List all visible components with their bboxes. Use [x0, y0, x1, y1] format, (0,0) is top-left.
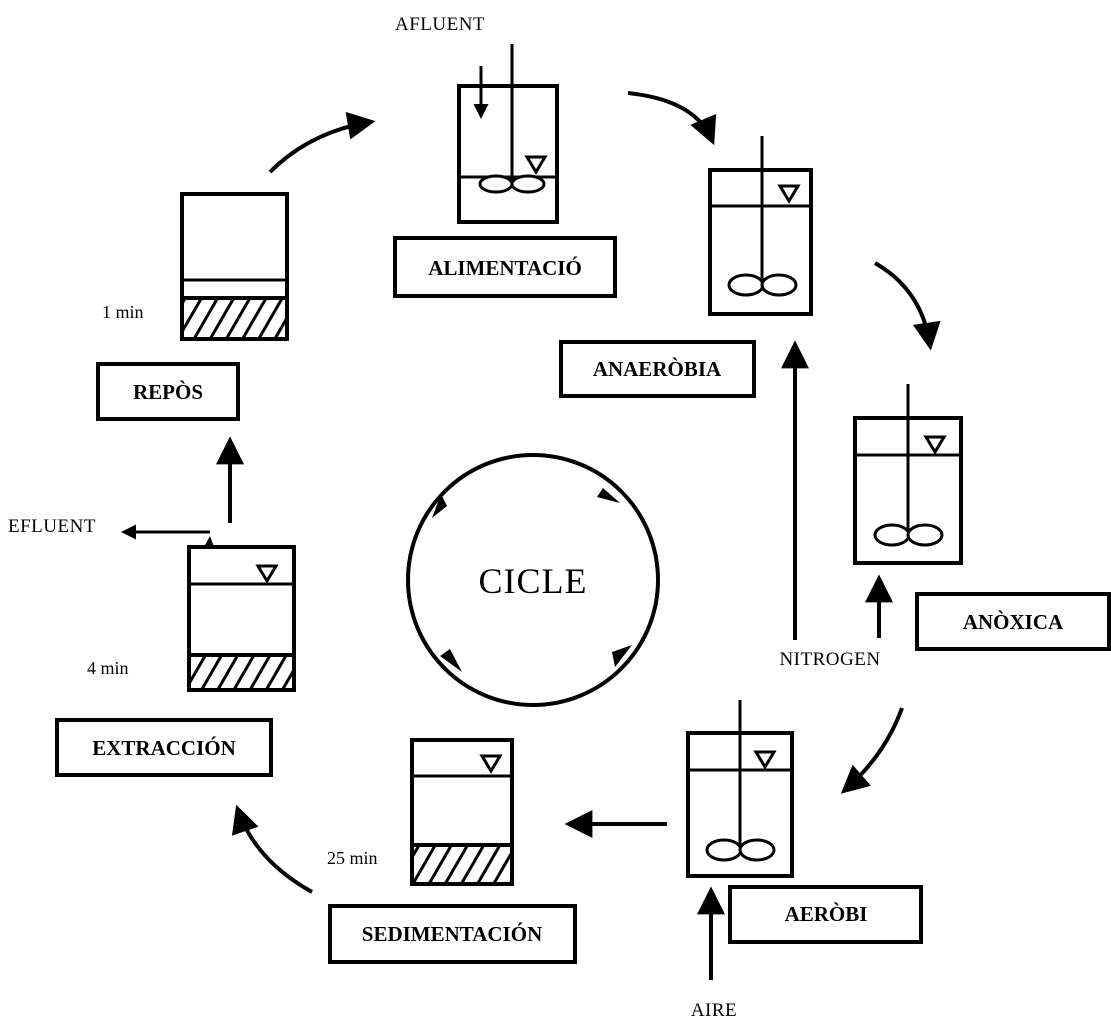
reactor-repos — [180, 192, 289, 341]
reactor-alimentacio — [457, 44, 559, 224]
arrow-alimentacio-to-anaerobia — [627, 91, 717, 146]
stage-box-anaerobia: ANAERÒBIA — [559, 340, 756, 398]
stage-box-aerobi: AERÒBI — [728, 885, 923, 944]
reactor-aerobi — [686, 700, 794, 878]
process-arrows — [216, 436, 667, 838]
level-indicator-icon — [479, 754, 503, 774]
stage-label-repos: REPÒS — [133, 380, 203, 404]
reactor-anoxica — [853, 384, 963, 565]
afluent-label: AFLUENT — [395, 14, 485, 35]
arrow-anaerobia-to-anoxica — [874, 261, 941, 351]
aire-label: AIRE — [691, 1000, 737, 1021]
reactor-anaerobia — [708, 136, 813, 316]
stage-box-sedimentacion: SEDIMENTACIÓN — [328, 904, 577, 964]
level-indicator-icon — [923, 435, 947, 455]
arrow-anoxica-to-aerobi — [840, 707, 904, 794]
nitrogen-arrows — [781, 340, 893, 640]
arrow-repos-to-alimentacio — [268, 111, 376, 174]
cycle-label: CICLE — [479, 561, 588, 601]
stage-label-alimentacio: ALIMENTACIÓ — [428, 256, 582, 280]
level-indicator-icon — [524, 155, 548, 175]
level-indicator-icon — [777, 184, 801, 204]
level-indicator-icon — [753, 750, 777, 770]
reactor-sedimentacion — [410, 738, 514, 886]
stage-box-anoxica: ANÒXICA — [915, 592, 1111, 651]
stage-label-sedimentacion: SEDIMENTACIÓN — [362, 922, 542, 946]
duration-extraccion: 4 min — [87, 658, 129, 678]
stage-box-alimentacio: ALIMENTACIÓ — [393, 236, 617, 298]
level-indicator-icon — [255, 564, 279, 584]
efluent-label: EFLUENT — [8, 516, 96, 537]
duration-repos: 1 min — [102, 302, 144, 322]
duration-sedimentacion: 25 min — [327, 848, 378, 868]
outlet-weir — [204, 536, 214, 547]
stage-label-anoxica: ANÒXICA — [963, 610, 1064, 634]
stage-box-repos: REPÒS — [96, 362, 240, 421]
arrow-sedimentacion-to-extraccion — [231, 804, 313, 894]
nitrogen-label: NITROGEN — [779, 649, 880, 670]
stage-label-anaerobia: ANAERÒBIA — [593, 357, 722, 381]
stage-label-extraccion: EXTRACCIÓN — [92, 736, 236, 760]
cycle-arrows — [231, 91, 941, 894]
stage-box-extraccion: EXTRACCIÓN — [55, 718, 273, 777]
reactor-extraccion — [187, 536, 296, 692]
stage-label-aerobi: AERÒBI — [785, 902, 868, 926]
cycle-circle — [406, 453, 660, 707]
